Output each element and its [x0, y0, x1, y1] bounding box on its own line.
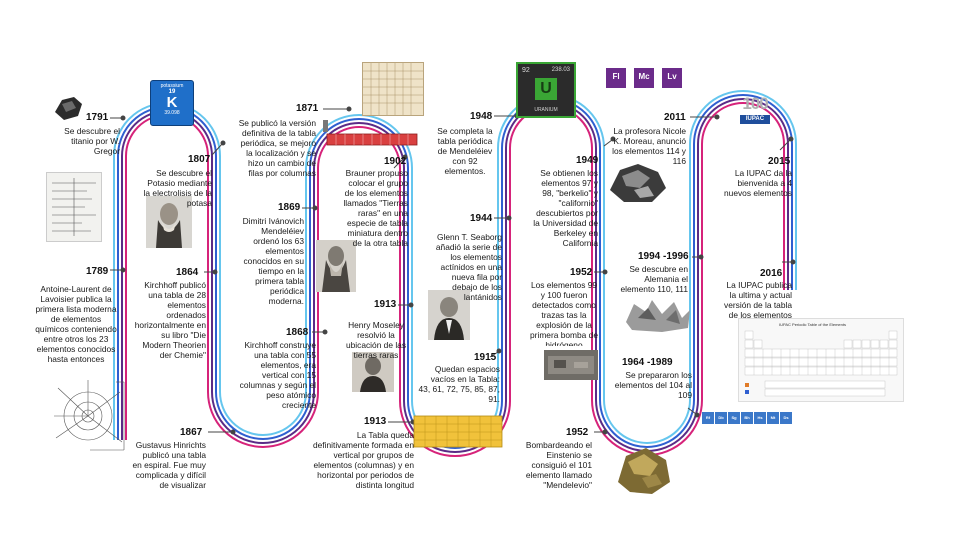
event-1913-table-text: La Tabla queda definitivamente formada e…: [312, 430, 414, 490]
year-1902: 1902: [384, 156, 407, 167]
track-blue: [117, 94, 793, 449]
iupac-table-title: IUPAC Periodic Table of the Elements: [779, 322, 846, 327]
yellow-table-1913: [413, 415, 503, 448]
year-1994-1996: 1994 -1996: [638, 251, 689, 262]
year-1807: 1807: [188, 154, 211, 165]
year-1948: 1948: [470, 111, 493, 122]
element-symbol-fl: Fl: [612, 72, 620, 81]
kirchhoff-portrait: [146, 196, 192, 248]
mendelevium-mineral-image: [612, 442, 674, 498]
hassium-crystals-image: [622, 292, 694, 336]
event-1948-text: Se completa la tabla periódica de Mendel…: [437, 126, 493, 176]
uranium-mass: 238.03: [551, 67, 570, 73]
element-symbol-ds: Ds: [783, 415, 789, 420]
iupac-label: IUPAC: [740, 115, 770, 124]
year-1913-moseley: 1913: [374, 299, 397, 310]
lavoisier-manuscript-image: [46, 172, 102, 242]
element-symbol-bh: Bh: [744, 415, 750, 420]
potassium-element-tile: potassium 19 K 39.098: [150, 80, 194, 126]
event-1871-text: Se publicó la versión definitiva de la t…: [238, 118, 316, 178]
iupac-100-logo: 100 IUPAC: [734, 94, 776, 128]
mendeleev-portrait: [316, 240, 356, 292]
event-1902-text: Brauner propuso colocar el grupo de los …: [343, 168, 408, 248]
element-tile-hs: Hs: [754, 412, 766, 424]
year-2011: 2011: [664, 112, 686, 123]
element-tile-mt: Mt: [767, 412, 779, 424]
connectors: [110, 106, 796, 435]
element-symbol-mt: Mt: [770, 415, 776, 420]
track-magenta: [125, 102, 785, 457]
mendeleev-1871-table-image: [362, 62, 424, 116]
element-symbol-lv: Lv: [667, 72, 677, 81]
year-1952-bomb: 1952: [570, 267, 593, 278]
uranium-symbol: U: [535, 78, 557, 100]
moseley-portrait: [352, 352, 394, 392]
element-symbol-db: Db: [718, 415, 724, 420]
event-1964-1989-text: Se prepararon los elementos del 104 al 1…: [614, 370, 692, 400]
titanium-mineral-image: [52, 94, 84, 122]
year-1915: 1915: [474, 352, 497, 363]
uranium-element-tile: 92 238.03 U URANIUM: [516, 62, 576, 118]
blue-element-row: Rf Db Sg Bh Hs Mt Ds: [702, 412, 796, 426]
event-1868-text: Kirchhoff construye una tabla con 55 ele…: [239, 340, 316, 410]
year-1864: 1864: [176, 267, 199, 278]
seaborg-portrait: [428, 290, 470, 340]
potassium-number: 19: [168, 89, 176, 95]
event-1869-text: Dimitri Ivánovich Mendeléiev ordenó los …: [242, 216, 304, 306]
event-1944-text: Glenn T. Seaborg añadió la serie de los …: [435, 232, 502, 302]
year-1949: 1949: [576, 155, 599, 166]
year-1789: 1789: [86, 266, 109, 277]
event-1949-text: Se obtienen los elementos 97 y 98, "berk…: [533, 168, 598, 248]
element-tile-mc: Mc: [634, 68, 654, 88]
spiral-table-diagram: [50, 376, 126, 454]
event-1915-text: Quedan espacios vacíos en la Tabla: 43, …: [418, 364, 501, 404]
year-1952-mendelevio: 1952: [566, 427, 589, 438]
element-tile-db: Db: [715, 412, 727, 424]
red-bar-table: [323, 120, 418, 146]
potassium-symbol: K: [166, 94, 178, 111]
element-symbol-rf: Rf: [705, 415, 711, 420]
event-1867-text: Gustavus Hinrichts publicó una tabla en …: [132, 440, 206, 490]
element-tile-fl: Fl: [606, 68, 626, 88]
year-2015: 2015: [768, 156, 791, 167]
event-2016-text: La IUPAC publica la ultima y actual vers…: [724, 280, 792, 318]
year-1913-table: 1913: [364, 416, 387, 427]
year-1944: 1944: [470, 213, 493, 224]
event-1807-text: Se descubre el Potasio mediante la elect…: [143, 168, 212, 208]
event-1864-text: Kirchhoff publicó una tabla de 28 elemen…: [134, 280, 206, 360]
element-tile-lv: Lv: [662, 68, 682, 88]
iupac-2016-table-image: IUPAC Periodic Table of the Elements: [738, 318, 904, 402]
iupac-100-number: 100: [742, 94, 768, 113]
event-1952-mendelevio-text: Bombardeando el Einstenio se consiguió e…: [525, 440, 592, 490]
potassium-mass: 39.098: [164, 110, 180, 116]
element-tile-rf: Rf: [702, 412, 714, 424]
year-1964-1989: 1964 -1989: [622, 357, 673, 368]
year-1869: 1869: [278, 202, 301, 213]
event-1994-1996-text: Se descubre en Alemania el elemento 110,…: [620, 264, 688, 294]
element-tile-sg: Sg: [728, 412, 740, 424]
event-1789-text: Antoine-Laurent de Lavoisier publica la …: [35, 284, 117, 364]
year-2016: 2016: [760, 268, 783, 279]
element-symbol-sg: Sg: [731, 415, 737, 420]
year-1871: 1871: [296, 103, 319, 114]
event-1952-bomb-text: Los elementos 99 y 100 fueron detectados…: [530, 280, 598, 346]
year-1791: 1791: [86, 112, 109, 123]
element-symbol-hs: Hs: [757, 415, 763, 420]
year-1868: 1868: [286, 327, 309, 338]
track-purple: [121, 98, 789, 453]
event-1791-text: Se descubre el titanio por W. Gregor: [64, 126, 120, 156]
year-1867: 1867: [180, 427, 203, 438]
potassium-name: potassium: [160, 83, 184, 89]
hydrogen-bomb-debris-image: [544, 350, 598, 380]
element-symbol-mc: Mc: [638, 72, 650, 81]
californium-mineral-image: [604, 160, 670, 206]
uranium-name: URANIUM: [534, 107, 558, 113]
event-2015-text: La IUPAC da la bienvenida a 4 nuevos ele…: [724, 168, 792, 198]
uranium-number: 92: [522, 67, 530, 74]
event-1913-moseley-text: Henry Moseley resolvió la ubicación de l…: [345, 320, 407, 360]
element-tile-ds: Ds: [780, 412, 792, 424]
event-2011-text: La profesora Nicole K. Moreau, anunció l…: [612, 126, 686, 166]
element-tile-bh: Bh: [741, 412, 753, 424]
